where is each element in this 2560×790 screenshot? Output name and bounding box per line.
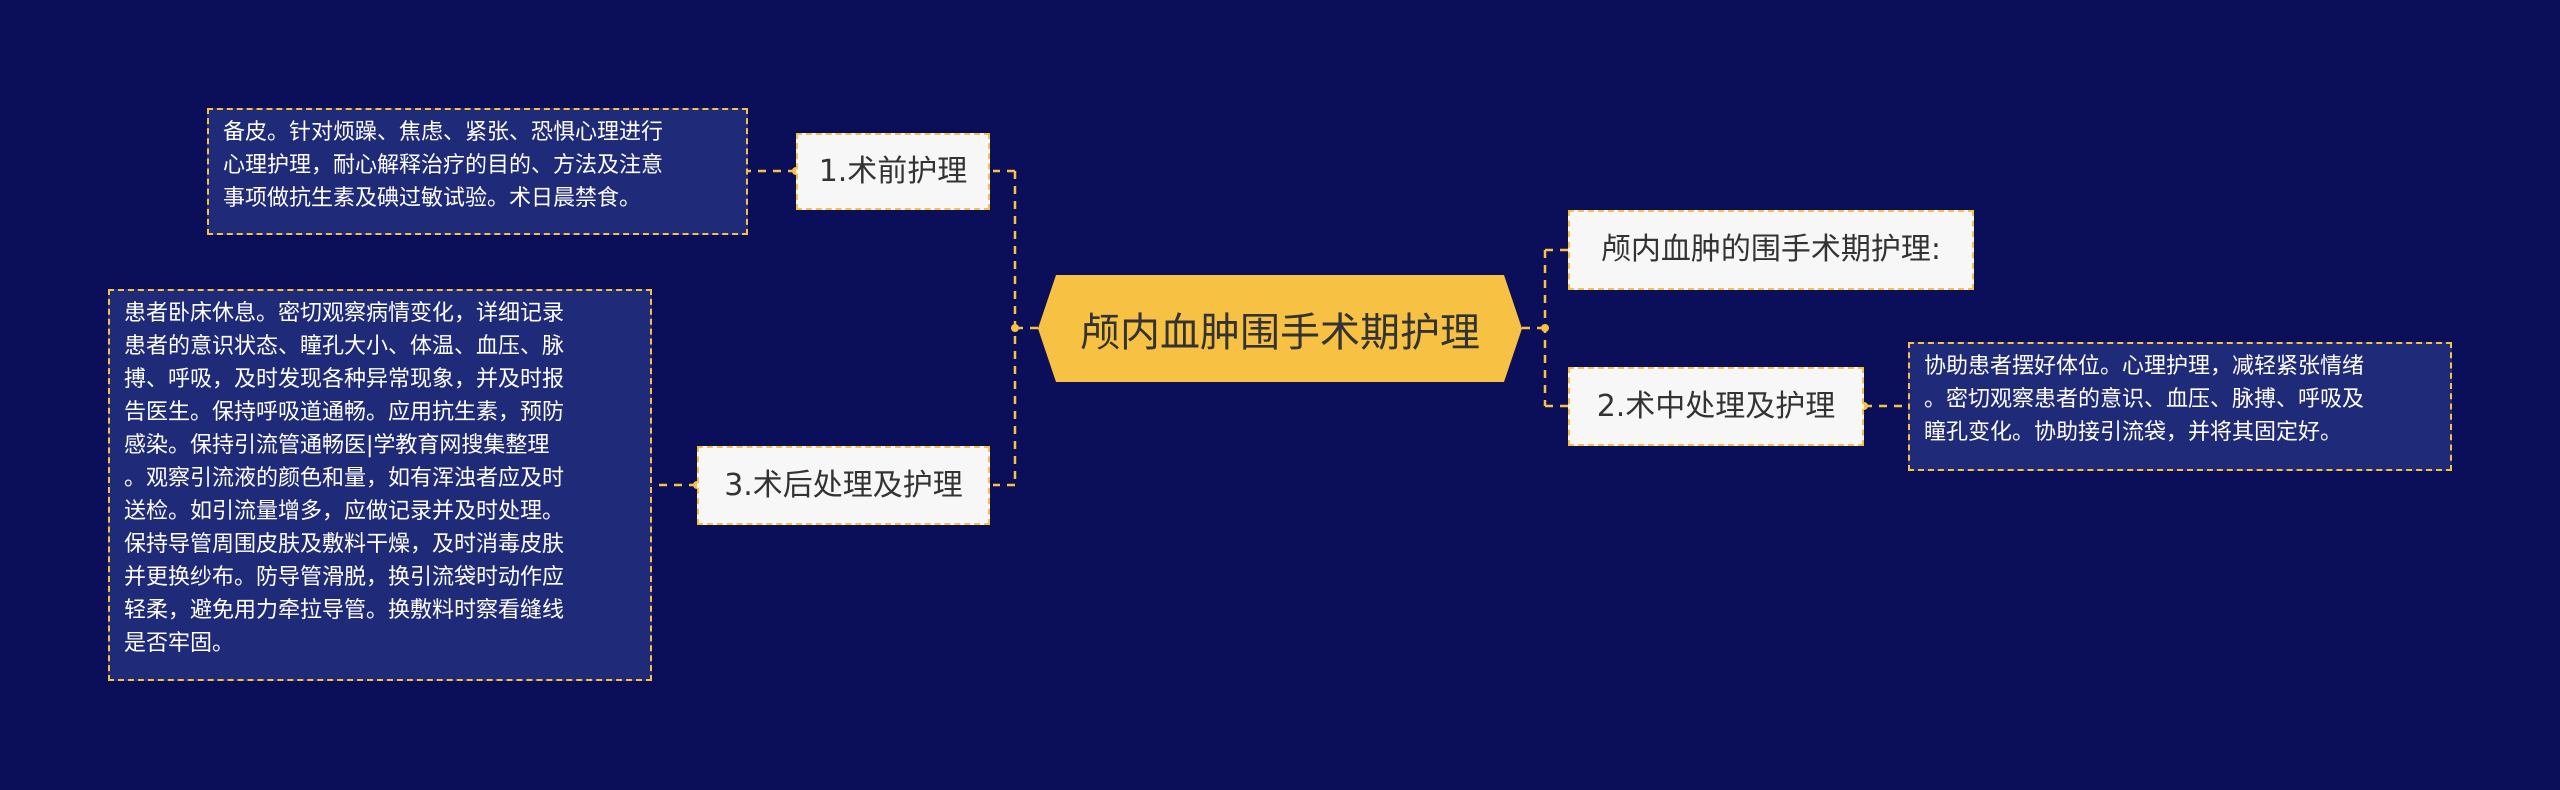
central-topic-shape <box>1038 275 1522 382</box>
connector-dot <box>1541 324 1549 332</box>
central-topic[interactable]: 颅内血肿围手术期护理 <box>1038 275 1522 382</box>
detail-preop[interactable]: 备皮。针对烦躁、焦虑、紧张、恐惧心理进行 心理护理，耐心解释治疗的目的、方法及注… <box>207 108 748 235</box>
topic-intraop[interactable]: 2.术中处理及护理 <box>1568 367 1864 446</box>
topic-preop[interactable]: 1.术前护理 <box>796 133 990 210</box>
detail-intraop[interactable]: 协助患者摆好体位。心理护理，减轻紧张情绪 。密切观察患者的意识、血压、脉搏、呼吸… <box>1908 342 2452 471</box>
detail-postop[interactable]: 患者卧床休息。密切观察病情变化，详细记录 患者的意识状态、瞳孔大小、体温、血压、… <box>108 289 652 681</box>
topic-intro[interactable]: 颅内血肿的围手术期护理: <box>1568 210 1974 290</box>
topic-preop-label: 1.术前护理 <box>818 153 968 189</box>
topic-intro-label: 颅内血肿的围手术期护理: <box>1600 232 1942 267</box>
topic-postop-label: 3.术后处理及护理 <box>724 467 963 503</box>
central-topic-label: 颅内血肿围手术期护理 <box>1080 309 1480 356</box>
connector-dot <box>1011 324 1019 332</box>
topic-postop[interactable]: 3.术后处理及护理 <box>697 446 990 525</box>
topic-intraop-label: 2.术中处理及护理 <box>1596 388 1836 424</box>
